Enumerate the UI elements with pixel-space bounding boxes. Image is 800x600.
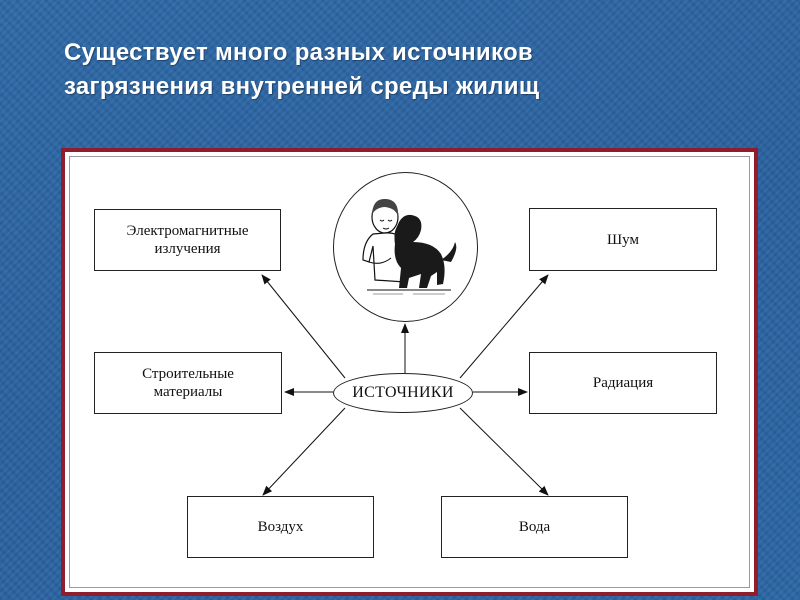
source-box-building-materials: Строительные материалы [94, 352, 282, 414]
source-label-air: Воздух [257, 519, 304, 535]
source-box-radiation: Радиация [529, 352, 717, 414]
arrow-to-air [262, 407, 346, 496]
source-label-radiation: Радиация [592, 375, 654, 391]
source-box-water: Вода [441, 496, 628, 558]
source-label-water: Вода [518, 519, 551, 535]
person-with-dog-illustration [362, 198, 457, 295]
source-box-air: Воздух [187, 496, 374, 558]
slide-title: Существует много разных источников загря… [64, 36, 764, 104]
slide-title-line-2: загрязнения внутренней среды жилищ [64, 73, 540, 100]
slide-title-line-1: Существует много разных источников [64, 39, 533, 66]
arrow-to-electromagnetic [261, 274, 346, 379]
source-label-noise: Шум [607, 231, 639, 248]
picture-circle [333, 172, 478, 322]
arrow-to-water [459, 407, 549, 496]
source-box-noise: Шум [529, 208, 717, 271]
center-node-label: ИСТОЧНИКИ [352, 384, 454, 401]
source-box-electromagnetic: Электромагнитные излучения [94, 209, 281, 271]
diagram-inner-border [69, 156, 750, 588]
source-label-building-materials: Строительные материалы [142, 366, 234, 400]
center-node-sources: ИСТОЧНИКИ [333, 373, 473, 413]
source-label-electromagnetic: Электромагнитные излучения [126, 223, 249, 257]
arrow-to-noise [459, 274, 549, 379]
